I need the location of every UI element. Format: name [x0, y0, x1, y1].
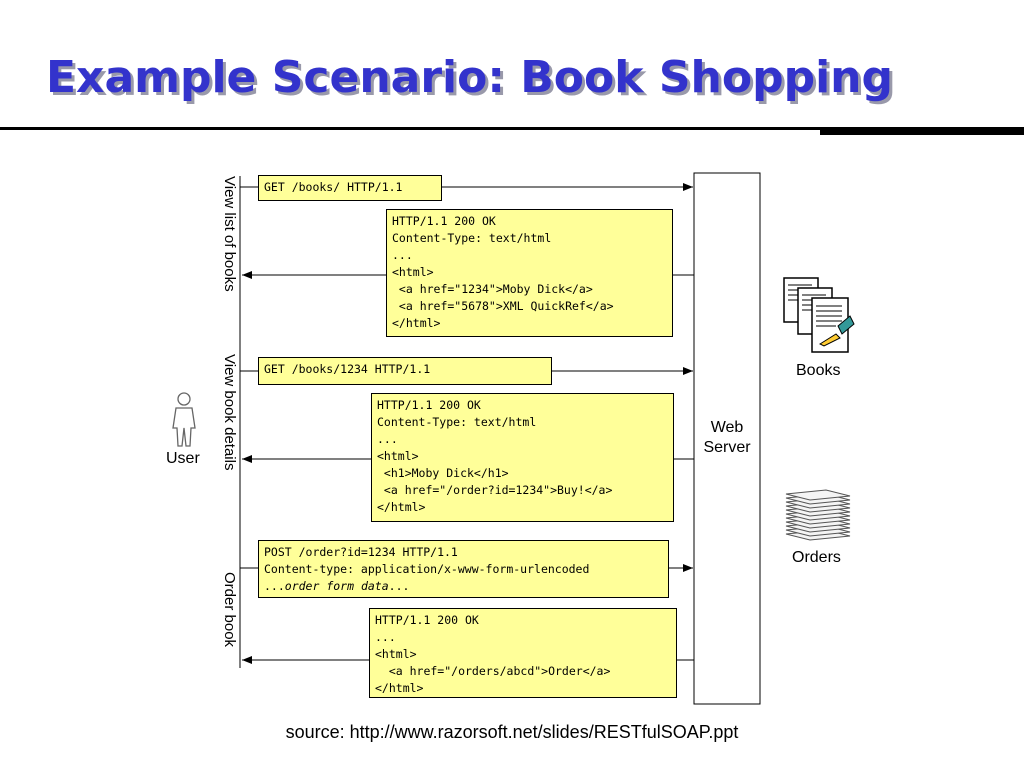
user-icon: [172, 392, 196, 447]
response-order-confirmation: HTTP/1.1 200 OK ... <html> <a href="/ord…: [369, 608, 677, 698]
post-body-prefix: ...: [264, 579, 285, 593]
slide-title: Example Scenario: Book Shopping: [46, 52, 893, 103]
request-get-books: GET /books/ HTTP/1.1: [258, 175, 442, 201]
web-server-box: [693, 172, 761, 705]
user-label: User: [166, 450, 200, 467]
post-line-1: POST /order?id=1234 HTTP/1.1: [264, 545, 458, 559]
orders-icon: [785, 489, 851, 541]
orders-label: Orders: [792, 549, 841, 566]
web-server-label: Web Server: [694, 418, 760, 458]
books-icon: [783, 277, 855, 353]
books-label: Books: [796, 362, 841, 379]
request-post-order: POST /order?id=1234 HTTP/1.1 Content-typ…: [258, 540, 669, 598]
request-get-book-1234: GET /books/1234 HTTP/1.1: [258, 357, 552, 385]
post-body-italic: order form data: [284, 579, 389, 593]
post-line-2: Content-type: application/x-www-form-url…: [264, 562, 590, 576]
web-server-label-line1: Web: [710, 419, 744, 436]
phase-label-order: Order book: [221, 572, 238, 648]
source-citation: source: http://www.razorsoft.net/slides/…: [285, 722, 739, 742]
phase-label-view-list: View list of books: [221, 176, 238, 292]
post-body-suffix: ...: [388, 579, 410, 593]
response-book-list: HTTP/1.1 200 OK Content-Type: text/html …: [386, 209, 673, 337]
phase-label-view-details: View book details: [221, 354, 238, 471]
title-divider-accent: [820, 127, 1024, 135]
title-divider: [0, 127, 820, 130]
web-server-label-line2: Server: [703, 439, 751, 456]
response-book-details: HTTP/1.1 200 OK Content-Type: text/html …: [371, 393, 674, 522]
